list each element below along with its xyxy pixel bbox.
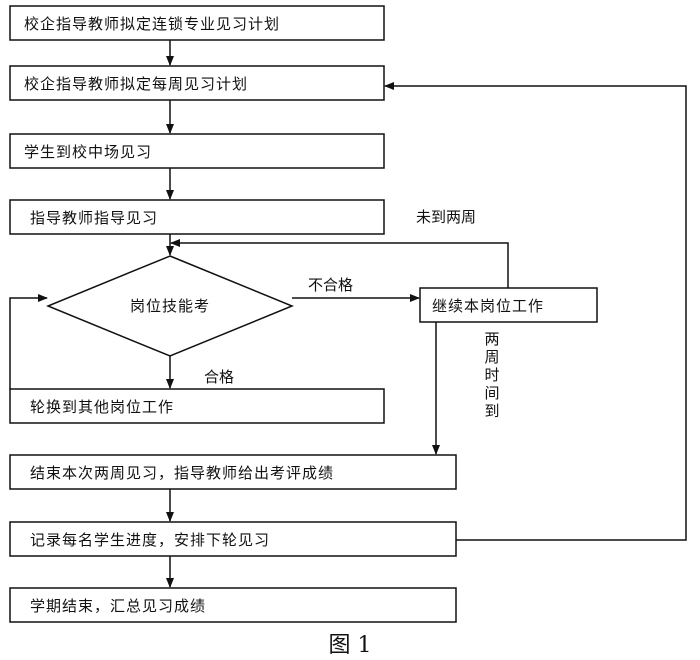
box-teacher-guide-text: 指导教师指导见习 — [30, 209, 158, 227]
box-plan-weekly: 校企指导教师拟定每周见习计划 — [9, 65, 385, 101]
box-plan-weekly-text: 校企指导教师拟定每周见习计划 — [24, 75, 248, 93]
box-plan-major-text: 校企指导教师拟定连锁专业见习计划 — [24, 15, 280, 33]
box-student-arrive-text: 学生到校中场见习 — [24, 143, 152, 161]
label-two-weeks-up-char: 时 — [484, 366, 499, 384]
box-term-end: 学期结束，汇总见习成绩 — [9, 587, 457, 623]
box-teacher-guide: 指导教师指导见习 — [9, 199, 385, 235]
decision-diamond: 岗位技能考 — [46, 255, 294, 357]
label-two-weeks-up-char: 间 — [484, 384, 499, 402]
box-term-end-text: 学期结束，汇总见习成绩 — [30, 597, 206, 615]
label-not-two-weeks: 未到两周 — [416, 208, 476, 226]
box-continue-post-text: 继续本岗位工作 — [432, 297, 544, 315]
box-record-progress: 记录每名学生进度，安排下轮见习 — [9, 521, 457, 557]
label-two-weeks-up-char: 到 — [484, 402, 499, 420]
box-continue-post: 继续本岗位工作 — [419, 287, 598, 323]
arrow-record-to-weekly-feedback — [384, 82, 687, 541]
box-rotate: 轮换到其他岗位工作 — [9, 388, 385, 424]
label-two-weeks-up: 两 周 时 间 到 — [484, 330, 499, 420]
box-student-arrive: 学生到校中场见习 — [9, 133, 385, 169]
label-two-weeks-up-char: 周 — [484, 348, 499, 366]
box-plan-major: 校企指导教师拟定连锁专业见习计划 — [9, 5, 385, 41]
label-pass: 合格 — [204, 368, 234, 386]
decision-diamond-text: 岗位技能考 — [130, 297, 210, 315]
box-end-two-weeks-text: 结束本次两周见习，指导教师给出考评成绩 — [30, 464, 334, 482]
figure-caption: 图 1 — [329, 633, 372, 658]
box-rotate-text: 轮换到其他岗位工作 — [30, 398, 174, 416]
box-end-two-weeks: 结束本次两周见习，指导教师给出考评成绩 — [9, 454, 457, 490]
label-fail: 不合格 — [308, 276, 353, 294]
arrow-continue-loop-back — [170, 239, 509, 288]
label-two-weeks-up-char: 两 — [484, 330, 499, 348]
arrow-rotate-loop-back — [9, 294, 48, 389]
box-record-progress-text: 记录每名学生进度，安排下轮见习 — [30, 531, 270, 549]
